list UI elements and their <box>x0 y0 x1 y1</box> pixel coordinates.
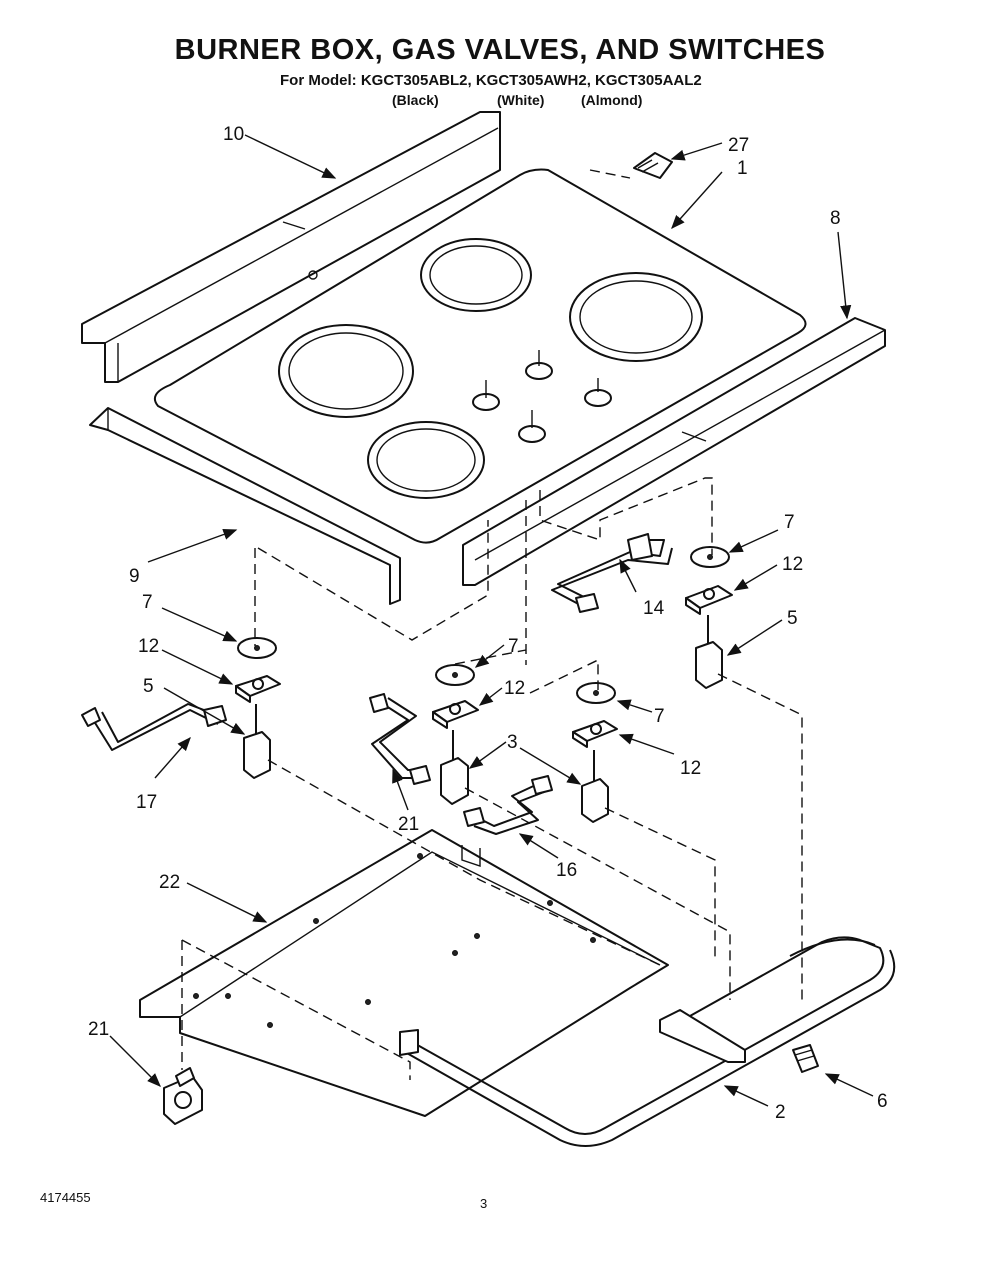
tube-part-14 <box>551 533 673 613</box>
screw-part-6 <box>792 1044 819 1073</box>
callout-16: 17 <box>136 792 157 813</box>
cooktop-part-1 <box>154 168 807 544</box>
callout-7-rear: 7 <box>784 512 795 533</box>
burner-frame-part-2 <box>399 936 896 1147</box>
callout-27: 27 <box>728 135 749 156</box>
page-number: 3 <box>480 1196 488 1211</box>
color-label-white: (White) <box>497 92 545 108</box>
tube-part-15 <box>463 775 553 835</box>
color-label-almond: (Almond) <box>581 92 643 108</box>
page-title: BURNER BOX, GAS VALVES, AND SWITCHES <box>174 34 826 66</box>
callout-12-center: 12 <box>504 678 525 699</box>
valve-assembly-right-rear <box>685 546 733 689</box>
module-part-21 <box>163 1067 203 1125</box>
color-label-black: (Black) <box>392 92 439 108</box>
doc-number: 4174455 <box>40 1190 91 1205</box>
valve-assembly-center <box>432 664 479 805</box>
callout-12-rear: 12 <box>782 554 803 575</box>
callout-5-left: 5 <box>143 676 154 697</box>
valve-assembly-left <box>235 637 281 779</box>
callout-17: 21 <box>398 814 419 835</box>
rear-trim-part-10 <box>81 111 501 383</box>
callout-8: 8 <box>830 208 841 229</box>
callout-12-left: 12 <box>138 636 159 657</box>
assembly-guide-lines <box>181 169 803 1080</box>
label-part-27 <box>633 152 673 179</box>
callout-9: 9 <box>129 566 140 587</box>
callout-6: 6 <box>877 1091 888 1112</box>
leader-lines <box>109 134 874 1107</box>
callout-10: 10 <box>223 124 244 145</box>
callout-1: 1 <box>737 158 748 179</box>
callout-12-right: 12 <box>680 758 701 779</box>
callout-2: 2 <box>775 1102 786 1123</box>
callout-7-center: 7 <box>508 636 519 657</box>
callout-labels: 10 27 1 8 9 7 12 5 14 7 12 5 17 7 12 3 7… <box>88 124 888 1123</box>
callout-7-left: 7 <box>142 592 153 613</box>
tube-part-17 <box>369 693 431 785</box>
front-trim-part-9 <box>89 407 401 605</box>
callout-5-rear: 5 <box>787 608 798 629</box>
callout-15: 16 <box>556 860 577 881</box>
callout-7-right: 7 <box>654 706 665 727</box>
model-line: For Model: KGCT305ABL2, KGCT305AWH2, KGC… <box>280 72 702 89</box>
callout-3: 3 <box>507 732 518 753</box>
callout-22: 22 <box>159 872 180 893</box>
callout-21: 21 <box>88 1019 109 1040</box>
burner-box-part-22 <box>139 829 669 1117</box>
callout-14: 14 <box>643 598 665 619</box>
valve-assembly-right-front <box>572 682 618 823</box>
